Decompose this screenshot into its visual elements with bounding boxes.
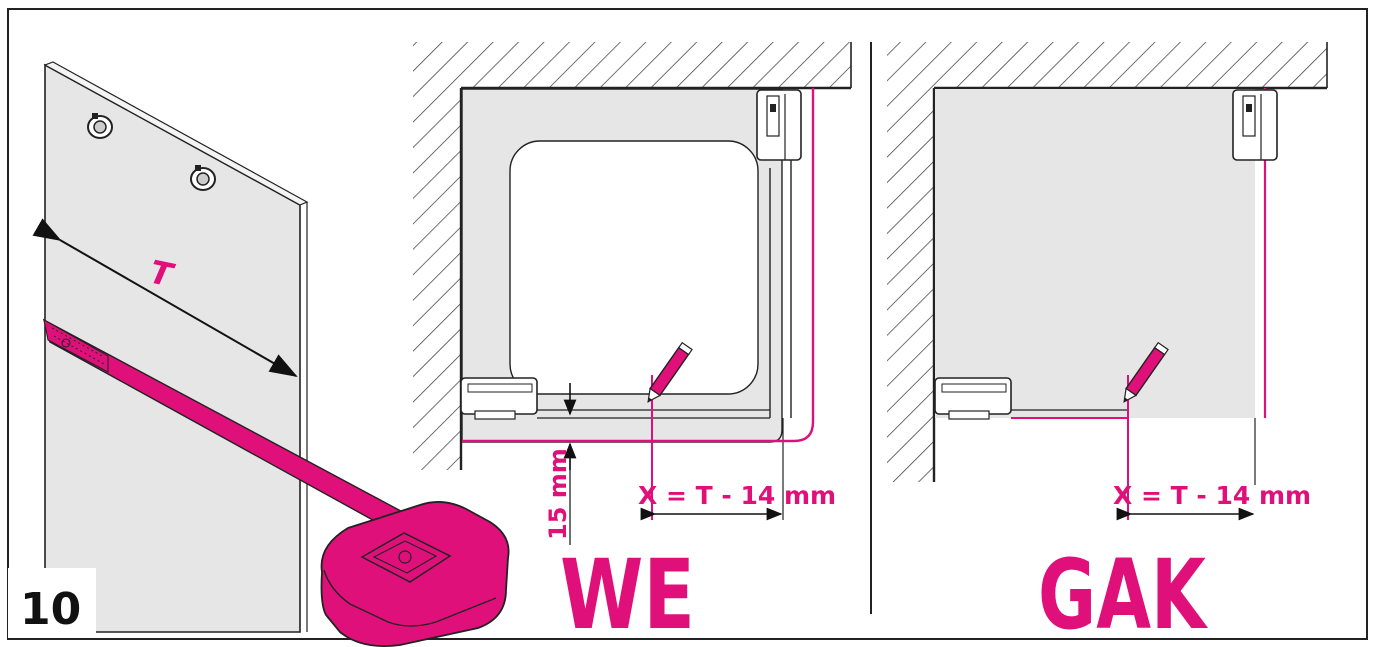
formula-we: X = T - 14 mm xyxy=(638,481,836,510)
panel-gak: X = T - 14 mm GAK xyxy=(887,42,1328,647)
step-number: 10 xyxy=(20,584,81,635)
formula-gak: X = T - 14 mm xyxy=(1113,481,1311,510)
left-panel-illustration: T 10 xyxy=(8,61,510,647)
panel-label-gak: GAK xyxy=(1038,539,1209,647)
hinge-top-icon xyxy=(756,89,802,161)
step-number-box xyxy=(8,568,96,638)
pencil-icon xyxy=(1123,341,1169,403)
outer-frame xyxy=(7,8,1368,640)
hinge-top-icon xyxy=(1232,89,1278,161)
pencil-icon xyxy=(647,341,693,403)
offset-label: 15 mm xyxy=(544,448,572,540)
panel-we: 15 mm X = T - 14 mm WE xyxy=(413,42,852,647)
fitting-top-icon xyxy=(87,113,113,139)
panel-label-we: WE xyxy=(560,539,695,647)
hinge-bottom-icon xyxy=(934,377,1012,420)
dimension-arrow-t xyxy=(32,218,298,377)
fitting-bottom-icon xyxy=(190,165,216,191)
tape-measure-icon xyxy=(42,318,510,647)
hinge-bottom-icon xyxy=(460,377,538,420)
